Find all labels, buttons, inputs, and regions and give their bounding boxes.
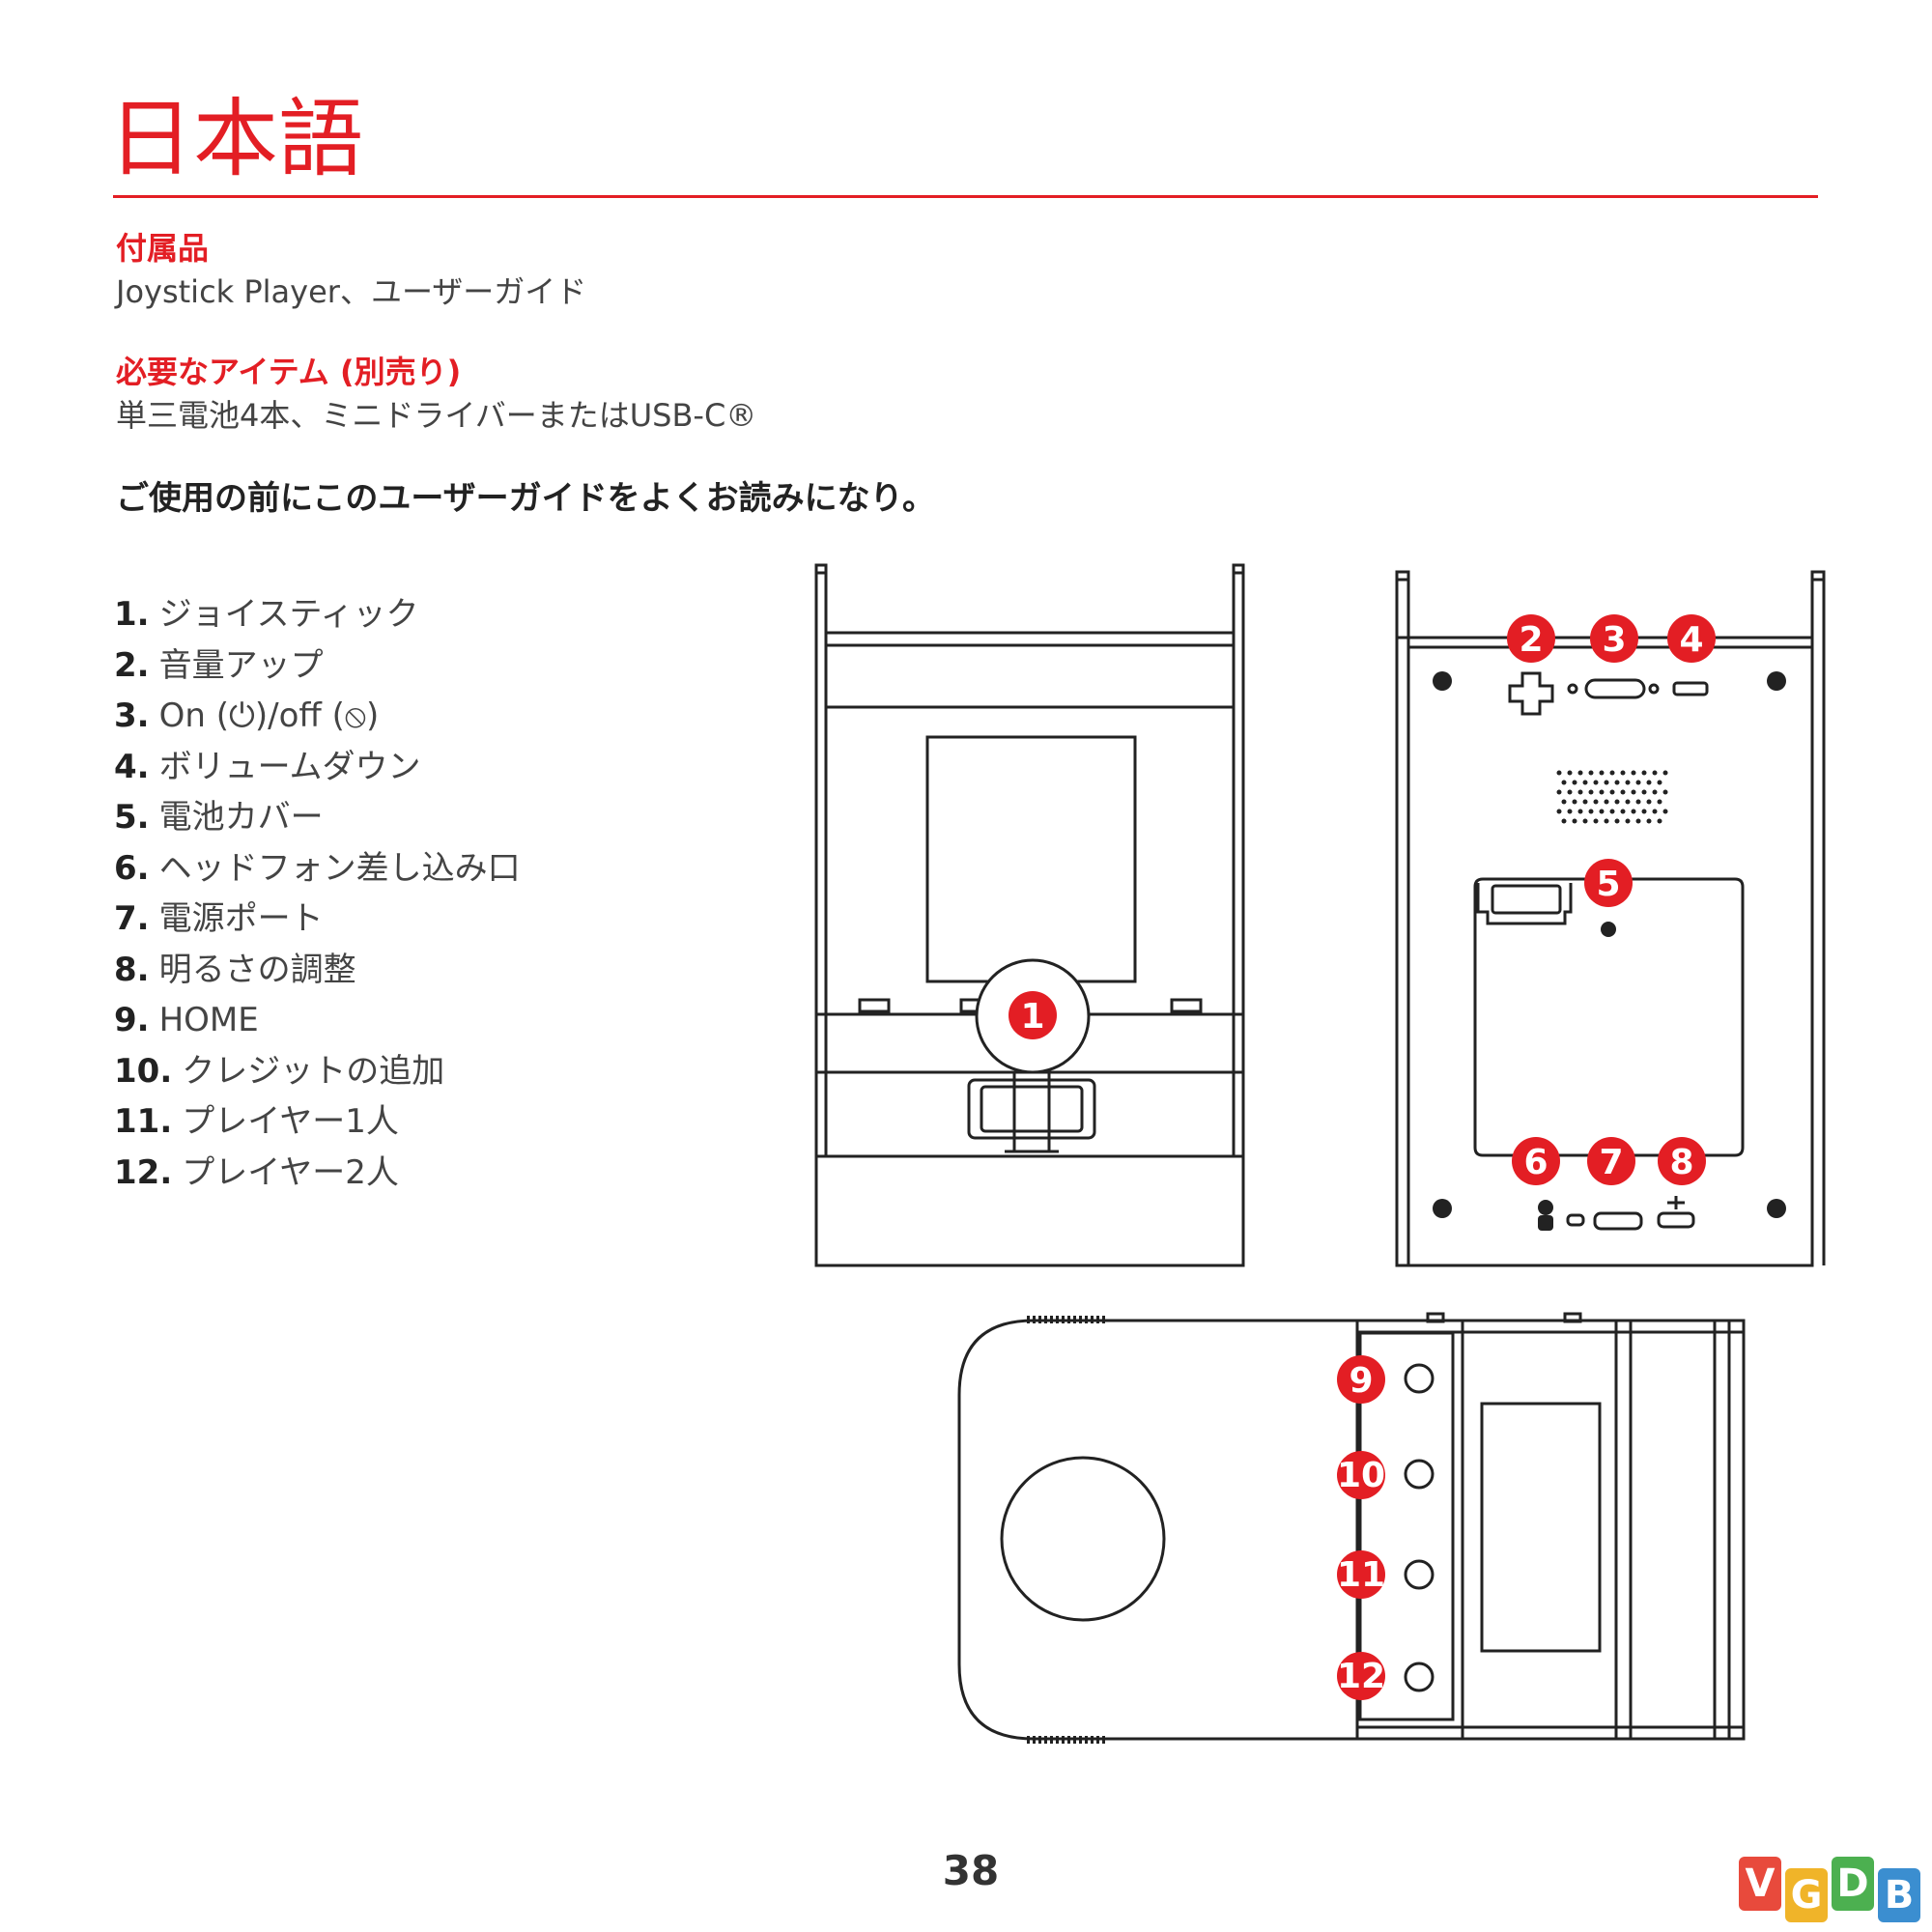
list-item: 7.電源ポート <box>114 894 521 945</box>
svg-text:5: 5 <box>1596 865 1620 904</box>
front-view-diagram <box>814 563 1245 1267</box>
svg-text:7: 7 <box>1599 1143 1623 1182</box>
callout-6: 6 <box>1512 1137 1560 1185</box>
included-text: Joystick Player、ユーザーガイド <box>116 273 587 310</box>
title-divider <box>113 195 1818 198</box>
logo-letter-g: G <box>1785 1868 1828 1922</box>
svg-text:11: 11 <box>1337 1555 1385 1595</box>
svg-text:3: 3 <box>1602 620 1626 660</box>
svg-text:6: 6 <box>1523 1143 1548 1182</box>
vgdb-logo: V G D B <box>1739 1857 1932 1932</box>
part-label: HOME <box>158 1001 259 1039</box>
parts-list: 1.ジョイスティック 2.音量アップ 3.On (⏻)/off (⦸) 4.ボリ… <box>114 589 521 1198</box>
required-text: 単三電池4本、ミニドライバーまたはUSB-C® <box>116 397 757 434</box>
included-heading: 付属品 <box>116 230 210 267</box>
part-label: 電池カバー <box>158 798 324 837</box>
page-title: 日本語 <box>108 89 364 188</box>
logo-letter-v: V <box>1739 1857 1781 1911</box>
svg-text:9: 9 <box>1349 1361 1373 1401</box>
part-label: ジョイスティック <box>158 595 419 634</box>
callout-3: 3 <box>1590 614 1638 663</box>
list-item: 8.明るさの調整 <box>114 945 521 996</box>
list-item: 2.音量アップ <box>114 640 521 692</box>
part-number: 3. <box>114 696 150 735</box>
read-guide-notice: ご使用の前にこのユーザーガイドをよくお読みになり。 <box>116 479 935 518</box>
list-item: 5.電池カバー <box>114 792 521 843</box>
svg-text:4: 4 <box>1679 620 1703 660</box>
part-label: プレイヤー1人 <box>182 1102 399 1141</box>
callout-9: 9 <box>1337 1355 1385 1404</box>
callout-11: 11 <box>1337 1550 1385 1599</box>
part-number: 12. <box>114 1152 173 1192</box>
part-label: ボリュームダウン <box>158 747 421 786</box>
part-label: 音量アップ <box>158 645 324 685</box>
speaker-grille <box>1556 770 1668 824</box>
callout-1: 1 <box>1009 991 1057 1039</box>
list-item: 12.プレイヤー2人 <box>114 1148 521 1199</box>
part-label: 明るさの調整 <box>158 950 356 989</box>
part-number: 7. <box>114 899 150 938</box>
part-number: 1. <box>114 595 150 634</box>
callout-8: 8 <box>1658 1137 1706 1185</box>
part-number: 5. <box>114 798 150 837</box>
list-item: 10.クレジットの追加 <box>114 1046 521 1097</box>
logo-letter-d: D <box>1832 1857 1874 1911</box>
callout-4: 4 <box>1667 614 1716 663</box>
callout-10: 10 <box>1337 1451 1385 1499</box>
page-number: 38 <box>942 1847 1000 1894</box>
svg-text:1: 1 <box>1020 997 1044 1037</box>
part-number: 8. <box>114 950 150 989</box>
part-label: プレイヤー2人 <box>182 1152 399 1192</box>
part-label: クレジットの追加 <box>182 1051 445 1091</box>
callout-5: 5 <box>1584 859 1633 907</box>
list-item: 1.ジョイスティック <box>114 589 521 640</box>
list-item: 9.HOME <box>114 995 521 1046</box>
part-number: 6. <box>114 848 150 888</box>
logo-letter-b: B <box>1878 1868 1920 1922</box>
svg-text:12: 12 <box>1337 1657 1385 1696</box>
top-view-ribs <box>1027 1316 1106 1744</box>
part-label: 電源ポート <box>158 899 324 938</box>
part-label: ヘッドフォン差し込み口 <box>158 848 521 888</box>
list-item: 4.ボリュームダウン <box>114 742 521 793</box>
back-view-diagram <box>1395 570 1826 1267</box>
svg-text:2: 2 <box>1519 620 1543 660</box>
svg-text:8: 8 <box>1669 1143 1693 1182</box>
svg-text:10: 10 <box>1337 1456 1385 1495</box>
part-number: 4. <box>114 747 150 786</box>
callout-12: 12 <box>1337 1652 1385 1700</box>
required-heading: 必要なアイテム (別売り) <box>116 354 462 390</box>
list-item: 11.プレイヤー1人 <box>114 1096 521 1148</box>
part-label: On (⏻)/off (⦸) <box>158 696 380 735</box>
callout-2: 2 <box>1507 614 1555 663</box>
part-number: 9. <box>114 1001 150 1039</box>
part-number: 10. <box>114 1051 173 1091</box>
callout-7: 7 <box>1587 1137 1635 1185</box>
list-item: 6.ヘッドフォン差し込み口 <box>114 843 521 895</box>
list-item: 3.On (⏻)/off (⦸) <box>114 691 521 742</box>
part-number: 2. <box>114 645 150 685</box>
part-number: 11. <box>114 1102 173 1141</box>
